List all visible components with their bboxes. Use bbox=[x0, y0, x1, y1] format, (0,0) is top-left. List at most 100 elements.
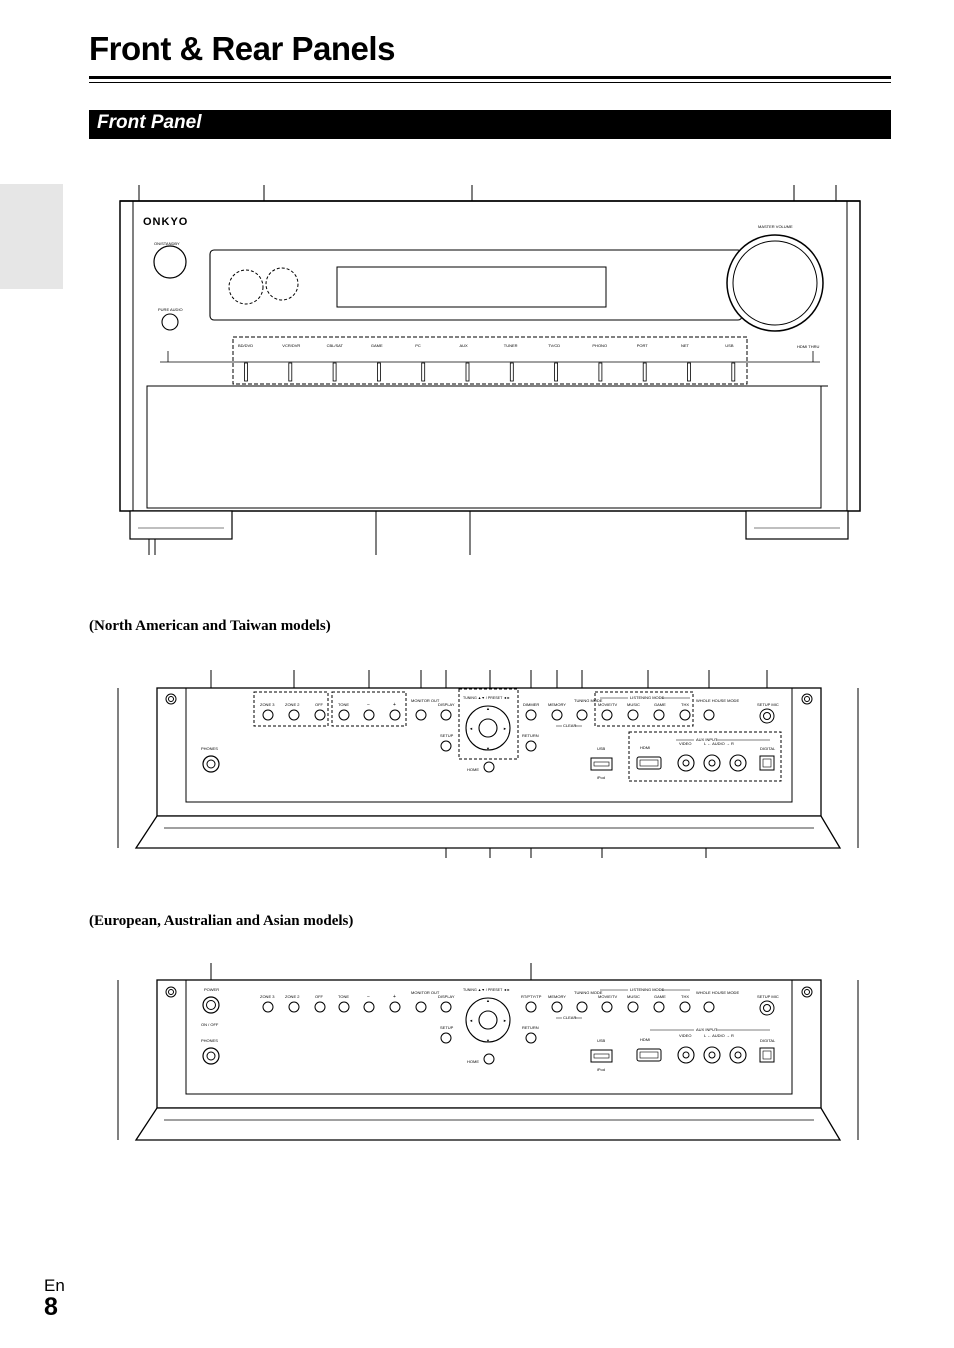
game-button[interactable] bbox=[653, 709, 665, 721]
zone3-button[interactable] bbox=[262, 709, 274, 721]
monitor-out-label: MONITOR OUT bbox=[411, 990, 440, 995]
tone-plus-label: + bbox=[393, 702, 396, 708]
input-selector-label: BD/DVD bbox=[238, 343, 253, 348]
video-jack[interactable] bbox=[677, 1046, 695, 1064]
monitor-out-button[interactable] bbox=[415, 1001, 427, 1013]
hdmi-thru-label: HDMI THRU bbox=[797, 344, 819, 349]
return-label: RETURN bbox=[522, 733, 539, 738]
usb-port[interactable] bbox=[590, 1049, 613, 1063]
memory-label: MEMORY bbox=[548, 702, 566, 707]
on-standby-button[interactable] bbox=[153, 245, 187, 279]
off-button[interactable] bbox=[314, 709, 326, 721]
pure-audio-button[interactable] bbox=[161, 313, 179, 331]
usb-port[interactable] bbox=[590, 757, 613, 771]
language-label: En bbox=[44, 1276, 65, 1295]
memory-button[interactable] bbox=[551, 709, 563, 721]
phones-label: PHONES bbox=[201, 1038, 218, 1043]
tone-plus-button[interactable] bbox=[389, 1001, 401, 1013]
svg-text:▲: ▲ bbox=[486, 706, 490, 711]
input-selector-button[interactable] bbox=[465, 362, 470, 382]
input-selector-button[interactable] bbox=[376, 362, 381, 382]
home-button[interactable] bbox=[483, 761, 495, 773]
zone3-label: ZONE 3 bbox=[260, 994, 275, 999]
monitor-out-button[interactable] bbox=[415, 709, 427, 721]
movie-tv-button[interactable] bbox=[601, 1001, 613, 1013]
tone-minus-button[interactable] bbox=[363, 1001, 375, 1013]
svg-text:►: ► bbox=[503, 1018, 507, 1023]
input-selector-button[interactable] bbox=[288, 362, 293, 382]
tone-button[interactable] bbox=[338, 709, 350, 721]
hdmi-label: HDMI bbox=[640, 1037, 650, 1042]
zone2-button[interactable] bbox=[288, 1001, 300, 1013]
setup-button[interactable] bbox=[440, 1032, 452, 1044]
music-button[interactable] bbox=[627, 709, 639, 721]
master-volume-label: MASTER VOLUME bbox=[758, 224, 793, 229]
whole-house-mode-button[interactable] bbox=[703, 1001, 715, 1013]
setup-mic-jack[interactable] bbox=[759, 708, 775, 724]
input-selector-button[interactable] bbox=[244, 362, 248, 382]
phones-label: PHONES bbox=[201, 746, 218, 751]
hdmi-port[interactable] bbox=[636, 756, 662, 770]
input-selector-button[interactable] bbox=[509, 362, 514, 382]
display-button[interactable] bbox=[440, 709, 452, 721]
tuning-mode-button[interactable] bbox=[576, 1001, 588, 1013]
phones-jack[interactable] bbox=[202, 755, 220, 773]
power-button[interactable] bbox=[202, 996, 220, 1014]
tuning-mode-button[interactable] bbox=[576, 709, 588, 721]
input-selector-label: USB bbox=[725, 343, 734, 348]
whole-house-mode-label: WHOLE HOUSE MODE bbox=[696, 990, 739, 995]
tuning-preset-label: TUNING ▲▼ / PRESET ◄► bbox=[463, 696, 510, 700]
rt-pty-tp-button[interactable] bbox=[525, 1001, 537, 1013]
digital-optical-port[interactable] bbox=[759, 1047, 775, 1063]
input-selector-button[interactable] bbox=[598, 362, 603, 382]
setup-button[interactable] bbox=[440, 740, 452, 752]
on-off-label: ON / OFF bbox=[201, 1022, 219, 1027]
enter-button[interactable] bbox=[478, 1010, 498, 1030]
svg-text:◄: ◄ bbox=[469, 1018, 473, 1023]
return-button[interactable] bbox=[525, 1032, 537, 1044]
tone-minus-button[interactable] bbox=[363, 709, 375, 721]
enter-button[interactable] bbox=[478, 718, 498, 738]
usb-label: USB bbox=[597, 1038, 606, 1043]
input-selector-button[interactable] bbox=[731, 362, 736, 382]
subpanel-eu-figure: POWER ON / OFF PHONES ZONE 3 ZONE 2 OFF … bbox=[117, 963, 859, 1141]
music-button[interactable] bbox=[627, 1001, 639, 1013]
ipod-label: iPod bbox=[597, 775, 605, 780]
setup-label: SETUP bbox=[440, 1025, 454, 1030]
audio-r-jack[interactable] bbox=[729, 1046, 747, 1064]
digital-optical-port[interactable] bbox=[759, 755, 775, 771]
phones-jack[interactable] bbox=[202, 1047, 220, 1065]
hdmi-port[interactable] bbox=[636, 1048, 662, 1062]
audio-l-jack[interactable] bbox=[703, 1046, 721, 1064]
memory-button[interactable] bbox=[551, 1001, 563, 1013]
whole-house-mode-button[interactable] bbox=[703, 709, 715, 721]
tone-plus-button[interactable] bbox=[389, 709, 401, 721]
input-selector-button[interactable] bbox=[421, 362, 426, 382]
display-button[interactable] bbox=[440, 1001, 452, 1013]
zone2-button[interactable] bbox=[288, 709, 300, 721]
input-selector-button[interactable] bbox=[642, 362, 647, 382]
thx-button[interactable] bbox=[679, 1001, 691, 1013]
hdmi-label: HDMI bbox=[640, 745, 650, 750]
off-button[interactable] bbox=[314, 1001, 326, 1013]
input-selector-button[interactable] bbox=[554, 362, 558, 382]
movie-tv-button[interactable] bbox=[601, 709, 613, 721]
return-button[interactable] bbox=[525, 740, 537, 752]
home-button[interactable] bbox=[483, 1053, 495, 1065]
input-selector-label: CBL/SAT bbox=[327, 343, 344, 348]
input-selector-button[interactable] bbox=[687, 362, 691, 382]
video-jack[interactable] bbox=[677, 754, 695, 772]
thx-button[interactable] bbox=[679, 709, 691, 721]
audio-r-jack[interactable] bbox=[729, 754, 747, 772]
dimmer-button[interactable] bbox=[525, 709, 537, 721]
master-volume-knob[interactable] bbox=[726, 234, 824, 332]
front-door[interactable] bbox=[146, 385, 822, 509]
input-selector-button[interactable] bbox=[332, 362, 337, 382]
game-button[interactable] bbox=[653, 1001, 665, 1013]
tone-button[interactable] bbox=[338, 1001, 350, 1013]
rt-pty-tp-label: RT/PTY/TP bbox=[521, 994, 542, 999]
zone3-button[interactable] bbox=[262, 1001, 274, 1013]
setup-mic-jack[interactable] bbox=[759, 1000, 775, 1016]
audio-l-jack[interactable] bbox=[703, 754, 721, 772]
